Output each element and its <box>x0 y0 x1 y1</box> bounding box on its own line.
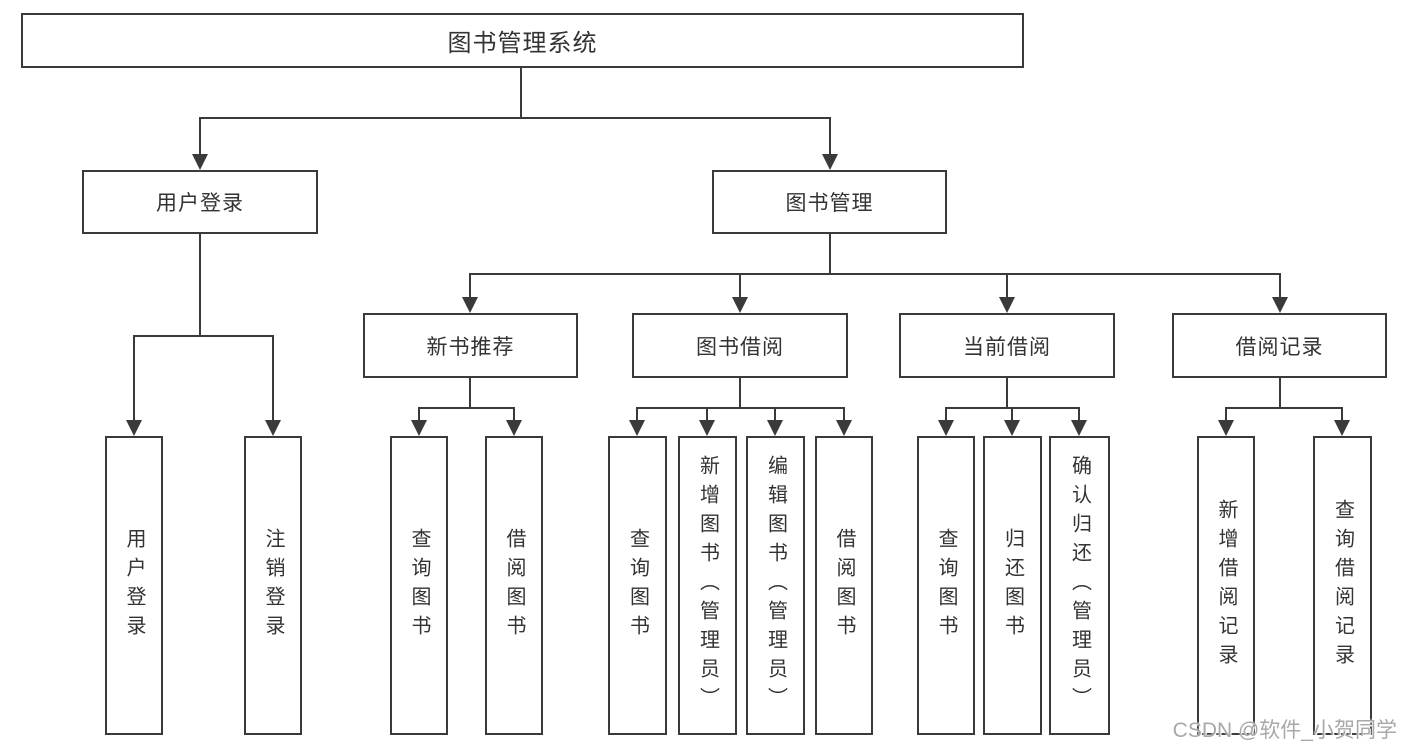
connector-line <box>1006 273 1008 300</box>
node-label: 用户登录 <box>123 527 145 644</box>
node-label: 查询图书 <box>626 527 649 644</box>
leaf-records-add-record: 新增借阅记录 <box>1197 436 1255 735</box>
connector-line <box>199 234 201 337</box>
node-book-borrowing: 图书借阅 <box>632 313 848 378</box>
connector-arrow-icon <box>1272 297 1288 313</box>
connector-arrow-icon <box>836 420 852 436</box>
leaf-records-query-record: 查询借阅记录 <box>1313 436 1372 735</box>
connector-line <box>774 407 776 423</box>
node-label: 用户登录 <box>156 192 244 215</box>
node-label: 借阅记录 <box>1235 335 1324 359</box>
connector-line <box>469 273 1281 275</box>
connector-arrow-icon <box>192 154 208 170</box>
connector-arrow-icon <box>506 420 522 436</box>
connector-line <box>1078 407 1080 423</box>
node-label: 查询借阅记录 <box>1331 498 1354 673</box>
connector-line <box>1225 407 1343 409</box>
connector-line <box>1006 378 1008 409</box>
connector-line <box>418 407 515 409</box>
connector-line <box>843 407 845 423</box>
node-book-management: 图书管理 <box>712 170 947 234</box>
leaf-borrowing-add-books-admin: 新增图书（管理员） <box>678 436 737 735</box>
connector-arrow-icon <box>462 297 478 313</box>
connector-line <box>1279 378 1281 409</box>
node-user-login: 用户登录 <box>82 170 318 234</box>
connector-arrow-icon <box>126 420 142 436</box>
connector-line <box>1341 407 1343 423</box>
connector-arrow-icon <box>265 420 281 436</box>
node-current-borrowing: 当前借阅 <box>899 313 1115 378</box>
node-label: 新书推荐 <box>426 335 515 359</box>
connector-line <box>945 407 947 423</box>
connector-arrow-icon <box>732 297 748 313</box>
leaf-newbook-borrow-books: 借阅图书 <box>485 436 543 735</box>
connector-line <box>272 335 274 423</box>
node-label: 图书管理 <box>785 192 874 215</box>
leaf-current-query-books: 查询图书 <box>917 436 975 735</box>
connector-arrow-icon <box>629 420 645 436</box>
connector-arrow-icon <box>1071 420 1087 436</box>
node-label: 当前借阅 <box>963 335 1051 359</box>
connector-line <box>469 273 471 300</box>
node-borrowing-records: 借阅记录 <box>1172 313 1387 378</box>
connector-line <box>636 407 845 409</box>
leaf-current-confirm-return-admin: 确认归还（管理员） <box>1049 436 1110 735</box>
node-label: 借阅图书 <box>503 527 525 644</box>
connector-line <box>513 407 515 423</box>
node-label: 查询图书 <box>408 527 430 644</box>
node-label: 注销登录 <box>262 527 284 644</box>
node-label: 图书管理系统 <box>447 30 598 57</box>
node-label: 图书借阅 <box>696 335 784 359</box>
leaf-user-login: 用户登录 <box>105 436 163 735</box>
connector-line <box>829 234 831 275</box>
connector-line <box>199 117 201 156</box>
connector-line <box>706 407 708 423</box>
connector-line <box>469 378 471 409</box>
connector-line <box>739 378 741 409</box>
connector-arrow-icon <box>1218 420 1234 436</box>
leaf-current-return-books: 归还图书 <box>983 436 1042 735</box>
connector-line <box>1225 407 1227 423</box>
connector-line <box>133 335 135 423</box>
node-label: 借阅图书 <box>833 527 855 644</box>
leaf-borrowing-edit-books-admin: 编辑图书（管理员） <box>746 436 805 735</box>
connector-arrow-icon <box>699 420 715 436</box>
leaf-newbook-query-books: 查询图书 <box>390 436 448 735</box>
csdn-watermark: CSDN @软件_小贺同学 <box>1172 719 1397 742</box>
connector-line <box>739 273 741 300</box>
connector-line <box>829 117 831 156</box>
connector-arrow-icon <box>938 420 954 436</box>
connector-line <box>418 407 420 423</box>
connector-arrow-icon <box>1334 420 1350 436</box>
connector-line <box>133 335 274 337</box>
connector-line <box>1279 273 1281 300</box>
node-label: 新增借阅记录 <box>1215 498 1237 673</box>
connector-line <box>199 117 831 119</box>
node-label: 确认归还（管理员） <box>1068 455 1091 716</box>
connector-line <box>1011 407 1013 423</box>
node-label: 归还图书 <box>1001 527 1024 644</box>
node-label: 编辑图书（管理员） <box>764 455 787 716</box>
connector-arrow-icon <box>411 420 427 436</box>
connector-arrow-icon <box>1004 420 1020 436</box>
connector-line <box>636 407 638 423</box>
connector-line <box>520 68 522 118</box>
node-label: 新增图书（管理员） <box>696 455 719 716</box>
connector-arrow-icon <box>767 420 783 436</box>
connector-arrow-icon <box>999 297 1015 313</box>
leaf-borrowing-query-books: 查询图书 <box>608 436 667 735</box>
node-library-management-system: 图书管理系统 <box>21 13 1024 68</box>
node-label: 查询图书 <box>935 527 957 644</box>
connector-arrow-icon <box>822 154 838 170</box>
leaf-logout: 注销登录 <box>244 436 302 735</box>
leaf-borrowing-borrow-books: 借阅图书 <box>815 436 873 735</box>
node-new-book-recommend: 新书推荐 <box>363 313 578 378</box>
